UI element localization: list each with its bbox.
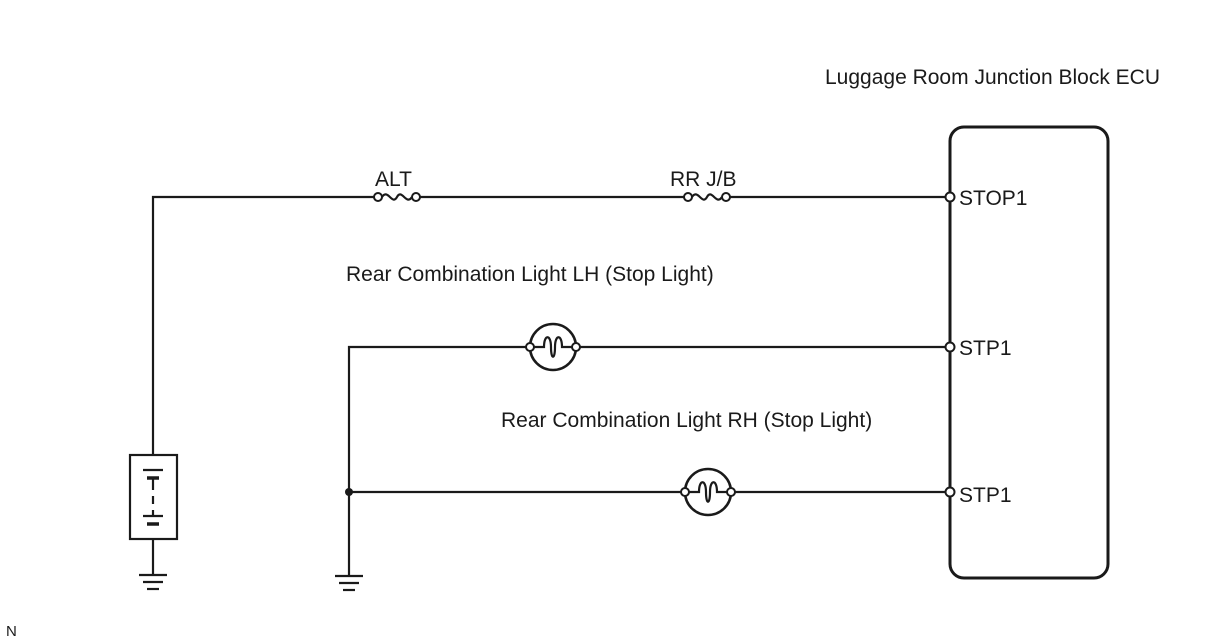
rr-jb-fuse-icon bbox=[683, 192, 731, 202]
stop1-terminal-label: STOP1 bbox=[959, 187, 1027, 210]
junction-dot bbox=[345, 488, 353, 496]
ecu-title: Luggage Room Junction Block ECU bbox=[825, 66, 1160, 89]
stp1-rh-pin bbox=[944, 486, 956, 498]
stp1-lh-terminal-label: STP1 bbox=[959, 337, 1012, 360]
lamp-lh-bulb-icon bbox=[525, 322, 581, 372]
stp1-rh-terminal-label: STP1 bbox=[959, 484, 1012, 507]
lamp-lh-label: Rear Combination Light LH (Stop Light) bbox=[346, 263, 714, 286]
lamp-ground-icon bbox=[335, 574, 363, 592]
corner-mark: N bbox=[6, 623, 17, 640]
lamp-rh-label: Rear Combination Light RH (Stop Light) bbox=[501, 409, 872, 432]
lamp-rh-bulb-icon bbox=[680, 467, 736, 517]
lamp-rh-circuit bbox=[345, 488, 946, 496]
battery-icon bbox=[128, 453, 179, 574]
alt-fuse-label: ALT bbox=[375, 168, 412, 191]
lamp-lh-circuit bbox=[347, 345, 946, 575]
alt-fuse-icon bbox=[373, 192, 421, 202]
rr-jb-fuse-label: RR J/B bbox=[670, 168, 737, 191]
stop1-pin bbox=[944, 191, 956, 203]
stop1-circuit: ALT RR J/B STOP1 bbox=[151, 168, 1027, 455]
stp1-lh-pin bbox=[944, 341, 956, 353]
battery-ground-icon bbox=[139, 573, 167, 591]
